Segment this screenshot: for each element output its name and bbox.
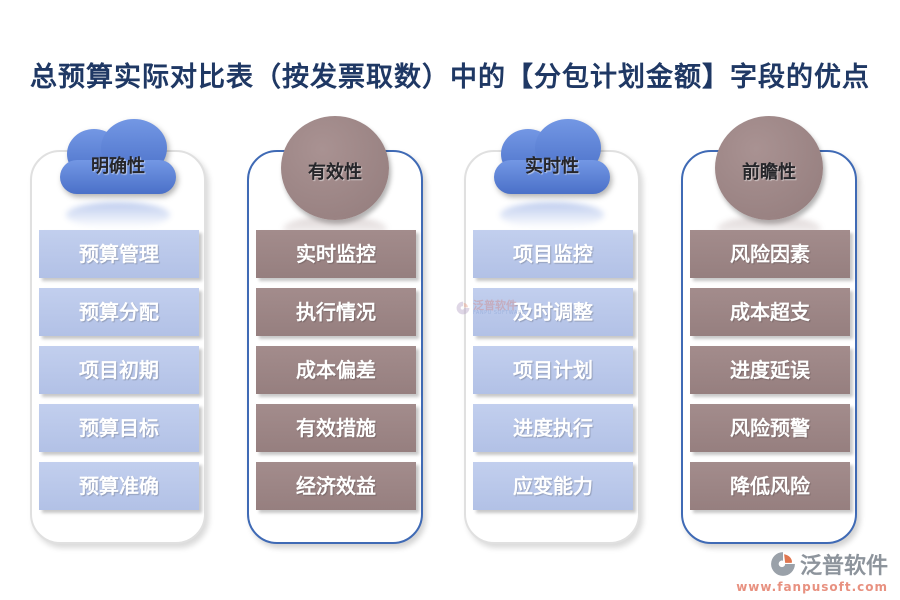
cloud-icon [60, 119, 176, 194]
item-list: 风险因素 成本超支 进度延误 风险预警 降低风险 [690, 230, 850, 510]
list-item: 进度延误 [690, 346, 850, 394]
footer-logo: 泛普软件 www.fanpusoft.com [736, 548, 888, 594]
header-reflection [66, 202, 170, 228]
panel-mingqueness: 明确性 预算管理 预算分配 项目初期 预算目标 预算准确 [30, 119, 206, 544]
footer-brand-name: 泛普软件 [799, 553, 888, 579]
list-item: 项目监控 [473, 230, 633, 278]
list-item: 预算目标 [39, 404, 199, 452]
list-item: 风险因素 [690, 230, 850, 278]
cloud-icon [494, 119, 610, 194]
list-item: 项目初期 [39, 346, 199, 394]
item-list: 预算管理 预算分配 项目初期 预算目标 预算准确 [39, 230, 199, 510]
list-item: 成本偏差 [256, 346, 416, 394]
list-item: 进度执行 [473, 404, 633, 452]
footer-website-url: www.fanpusoft.com [736, 580, 888, 594]
circle-icon [281, 116, 389, 220]
item-list: 项目监控 及时调整 项目计划 进度执行 应变能力 [473, 230, 633, 510]
item-list: 实时监控 执行情况 成本偏差 有效措施 经济效益 [256, 230, 416, 510]
list-item: 预算准确 [39, 462, 199, 510]
column-header-label: 实时性 [525, 156, 579, 177]
panel-youxiaoness: 有效性 实时监控 执行情况 成本偏差 有效措施 经济效益 [247, 116, 423, 544]
header-shape-wrap: 前瞻性 [701, 116, 837, 242]
list-item: 经济效益 [256, 462, 416, 510]
column-header-label: 有效性 [308, 162, 362, 183]
list-item: 有效措施 [256, 404, 416, 452]
header-shape-wrap: 有效性 [267, 116, 403, 242]
column-header-label: 明确性 [91, 156, 145, 177]
circle-icon [715, 116, 823, 220]
page-title: 总预算实际对比表（按发票取数）中的【分包计划金额】字段的优点 [30, 62, 870, 93]
panel-shishiness: 实时性 项目监控 及时调整 项目计划 进度执行 应变能力 [464, 119, 640, 544]
list-item: 实时监控 [256, 230, 416, 278]
list-item: 风险预警 [690, 404, 850, 452]
list-item: 项目计划 [473, 346, 633, 394]
header-reflection [500, 202, 604, 228]
list-item: 预算管理 [39, 230, 199, 278]
list-item: 应变能力 [473, 462, 633, 510]
header-shape-wrap: 明确性 [50, 116, 186, 228]
list-item: 成本超支 [690, 288, 850, 336]
list-item: 执行情况 [256, 288, 416, 336]
list-item: 预算分配 [39, 288, 199, 336]
list-item: 降低风险 [690, 462, 850, 510]
fanpu-logo-icon [771, 552, 795, 576]
column-header-label: 前瞻性 [742, 162, 796, 183]
header-shape-wrap: 实时性 [484, 116, 620, 228]
panel-qianzhanness: 前瞻性 风险因素 成本超支 进度延误 风险预警 降低风险 [681, 116, 857, 544]
list-item: 及时调整 [473, 288, 633, 336]
